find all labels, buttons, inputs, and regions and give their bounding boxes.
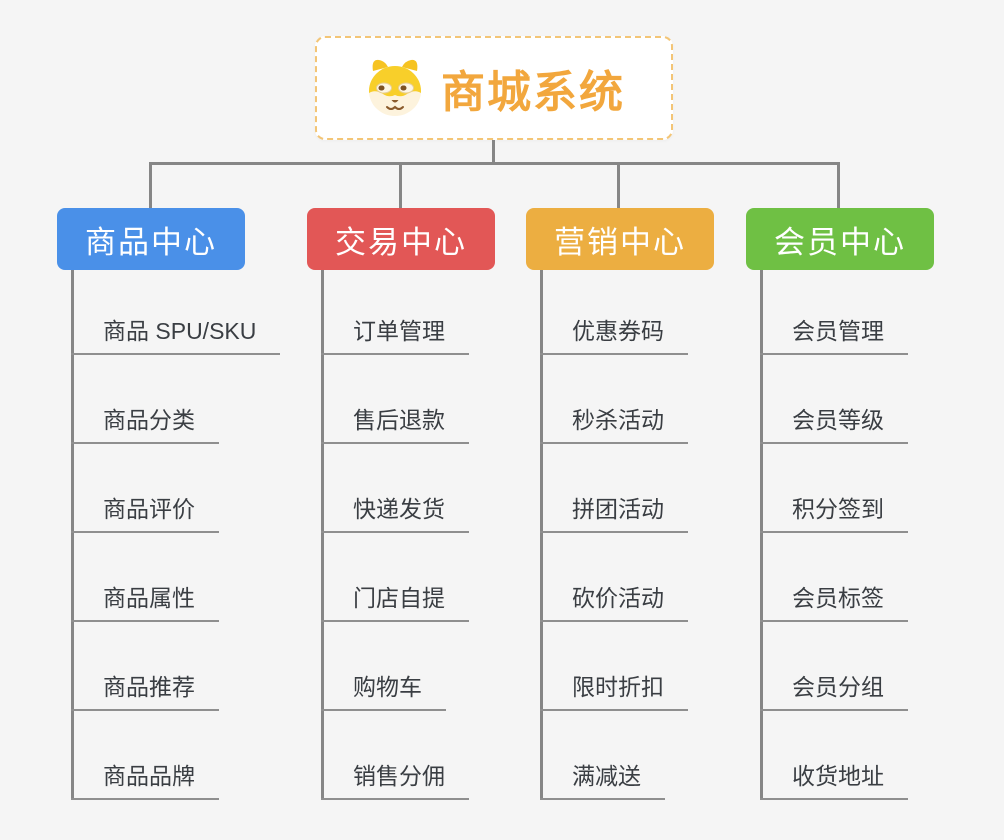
connector-root-stem [492, 140, 495, 163]
child-topic[interactable]: 积分签到 [760, 485, 908, 533]
child-topic[interactable]: 商品评价 [71, 485, 219, 533]
child-topic[interactable]: 会员分组 [760, 663, 908, 711]
connector-drop-products [149, 162, 152, 208]
branch-node-marketing[interactable]: 营销中心 [526, 208, 714, 270]
child-topic[interactable]: 会员管理 [760, 307, 908, 355]
branch-members: 会员中心 会员管理 会员等级 积分签到 会员标签 会员分组 收货地址 [746, 208, 996, 828]
child-topic[interactable]: 商品属性 [71, 574, 219, 622]
child-topic[interactable]: 快递发货 [321, 485, 469, 533]
child-topic[interactable]: 收货地址 [760, 752, 908, 800]
branch-marketing: 营销中心 优惠券码 秒杀活动 拼团活动 砍价活动 限时折扣 满减送 [526, 208, 776, 828]
child-topic[interactable]: 销售分佣 [321, 752, 469, 800]
child-topic[interactable]: 售后退款 [321, 396, 469, 444]
branch-spine [71, 270, 74, 800]
child-topic[interactable]: 购物车 [321, 663, 446, 711]
branch-node-products[interactable]: 商品中心 [57, 208, 245, 270]
child-topic[interactable]: 砍价活动 [540, 574, 688, 622]
branch-node-members[interactable]: 会员中心 [746, 208, 934, 270]
connector-drop-marketing [617, 162, 620, 208]
root-title: 商城系统 [441, 68, 625, 117]
child-topic[interactable]: 订单管理 [321, 307, 469, 355]
branch-trade: 交易中心 订单管理 售后退款 快递发货 门店自提 购物车 销售分佣 [307, 208, 557, 828]
child-topic[interactable]: 满减送 [540, 752, 665, 800]
connector-bus [150, 162, 840, 165]
branch-spine [321, 270, 324, 800]
child-topic[interactable]: 商品推荐 [71, 663, 219, 711]
child-topic[interactable]: 会员标签 [760, 574, 908, 622]
root-node[interactable]: 商城系统 [315, 36, 673, 140]
child-topic[interactable]: 商品 SPU/SKU [71, 307, 281, 355]
child-topic[interactable]: 优惠券码 [540, 307, 688, 355]
child-topic[interactable]: 门店自提 [321, 574, 469, 622]
branch-products: 商品中心 商品 SPU/SKU 商品分类 商品评价 商品属性 商品推荐 商品品牌 [57, 208, 307, 828]
child-topic[interactable]: 限时折扣 [540, 663, 688, 711]
child-topic[interactable]: 会员等级 [760, 396, 908, 444]
branch-spine [760, 270, 763, 800]
child-topic[interactable]: 秒杀活动 [540, 396, 688, 444]
child-topic[interactable]: 拼团活动 [540, 485, 688, 533]
child-topic[interactable]: 商品品牌 [71, 752, 219, 800]
connector-drop-trade [399, 162, 402, 208]
connector-drop-members [837, 162, 840, 208]
branch-spine [540, 270, 543, 800]
dog-face-icon [369, 59, 421, 116]
branch-node-trade[interactable]: 交易中心 [307, 208, 495, 270]
child-topic[interactable]: 商品分类 [71, 396, 219, 444]
